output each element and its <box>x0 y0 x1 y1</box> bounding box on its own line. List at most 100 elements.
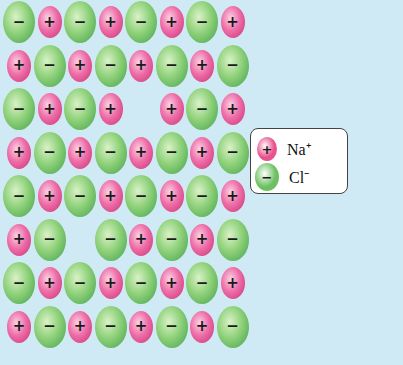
ion-charge: + <box>135 145 148 160</box>
chloride-ion: − <box>64 175 96 217</box>
chloride-ion: − <box>217 219 249 261</box>
sodium-ion: + <box>160 267 184 299</box>
ion-charge: − <box>226 319 239 334</box>
ion-charge: − <box>165 319 178 334</box>
legend-charge: + <box>262 143 273 156</box>
sodium-ion: + <box>221 180 245 212</box>
chloride-ion: − <box>64 88 96 130</box>
chloride-ion: − <box>217 306 249 348</box>
ion-charge: + <box>43 102 56 117</box>
sodium-ion: + <box>160 6 184 38</box>
ion-charge: − <box>104 58 117 73</box>
sodium-ion: + <box>129 50 153 82</box>
ion-charge: − <box>74 15 87 30</box>
sodium-ion: + <box>190 50 214 82</box>
ion-charge: + <box>165 15 178 30</box>
chloride-ion: − <box>3 88 35 130</box>
chloride-ion: − <box>156 45 188 87</box>
sodium-ion: + <box>38 93 62 125</box>
chloride-ion: − <box>3 262 35 304</box>
legend-row: + Na⁺ <box>257 137 311 161</box>
ion-charge: + <box>196 232 209 247</box>
ion-charge: − <box>165 232 178 247</box>
ion-charge: − <box>165 58 178 73</box>
chloride-ion: − <box>64 262 96 304</box>
ion-charge: − <box>165 145 178 160</box>
ion-charge: + <box>196 319 209 334</box>
legend-swatch: + <box>257 137 277 161</box>
sodium-ion: + <box>7 137 31 169</box>
chloride-ion: − <box>125 175 157 217</box>
ion-charge: + <box>43 189 56 204</box>
ion-charge: − <box>196 189 209 204</box>
chloride-ion: − <box>95 45 127 87</box>
sodium-ion: + <box>68 137 92 169</box>
chloride-ion: − <box>186 175 218 217</box>
chloride-ion: − <box>34 219 66 261</box>
legend-charge: − <box>262 171 273 184</box>
sodium-ion: + <box>38 180 62 212</box>
ion-charge: − <box>43 145 56 160</box>
legend-row: − Cl⁻ <box>255 163 309 191</box>
chloride-ion: − <box>3 1 35 43</box>
ion-charge: − <box>43 319 56 334</box>
sodium-ion: + <box>129 137 153 169</box>
ion-charge: + <box>226 189 239 204</box>
ion-charge: + <box>13 232 26 247</box>
ion-charge: − <box>196 102 209 117</box>
chloride-ion: − <box>125 262 157 304</box>
ion-charge: − <box>135 276 148 291</box>
ion-charge: − <box>74 276 87 291</box>
chloride-ion: − <box>34 306 66 348</box>
ion-charge: − <box>13 15 26 30</box>
ion-charge: − <box>196 15 209 30</box>
sodium-ion: + <box>7 311 31 343</box>
chloride-ion: − <box>186 1 218 43</box>
sodium-ion: + <box>7 224 31 256</box>
legend-text: Na⁺ <box>287 138 311 160</box>
chloride-ion: − <box>34 132 66 174</box>
ion-charge: − <box>13 189 26 204</box>
ion-charge: − <box>226 58 239 73</box>
sodium-ion: + <box>221 93 245 125</box>
chloride-ion: − <box>95 132 127 174</box>
sodium-ion: + <box>190 311 214 343</box>
ion-charge: + <box>74 58 87 73</box>
ion-charge: − <box>13 102 26 117</box>
sodium-ion: + <box>190 224 214 256</box>
ion-charge: − <box>43 232 56 247</box>
sodium-ion: + <box>68 50 92 82</box>
chloride-ion: − <box>156 132 188 174</box>
ion-charge: − <box>226 232 239 247</box>
ion-charge: + <box>104 102 117 117</box>
sodium-ion: + <box>160 180 184 212</box>
sodium-ion: + <box>99 180 123 212</box>
ion-charge: + <box>226 15 239 30</box>
ion-charge: + <box>104 15 117 30</box>
sodium-ion: + <box>160 93 184 125</box>
ion-charge: + <box>135 232 148 247</box>
legend-text: Cl⁻ <box>289 166 309 188</box>
legend-box: + Na⁺ − Cl⁻ <box>250 128 348 194</box>
chloride-ion: − <box>186 262 218 304</box>
sodium-ion: + <box>129 224 153 256</box>
ion-charge: + <box>226 276 239 291</box>
ion-charge: − <box>135 189 148 204</box>
ion-charge: + <box>226 102 239 117</box>
sodium-ion: + <box>99 267 123 299</box>
ion-charge: + <box>13 145 26 160</box>
ion-charge: + <box>196 58 209 73</box>
ion-charge: + <box>74 145 87 160</box>
ion-charge: + <box>104 276 117 291</box>
sodium-ion: + <box>221 6 245 38</box>
ion-charge: + <box>135 58 148 73</box>
chloride-ion: − <box>217 45 249 87</box>
sodium-ion: + <box>129 311 153 343</box>
ion-charge: + <box>196 145 209 160</box>
sodium-ion: + <box>99 6 123 38</box>
ion-charge: − <box>104 319 117 334</box>
ion-charge: + <box>165 189 178 204</box>
ion-charge: − <box>226 145 239 160</box>
sodium-ion: + <box>221 267 245 299</box>
